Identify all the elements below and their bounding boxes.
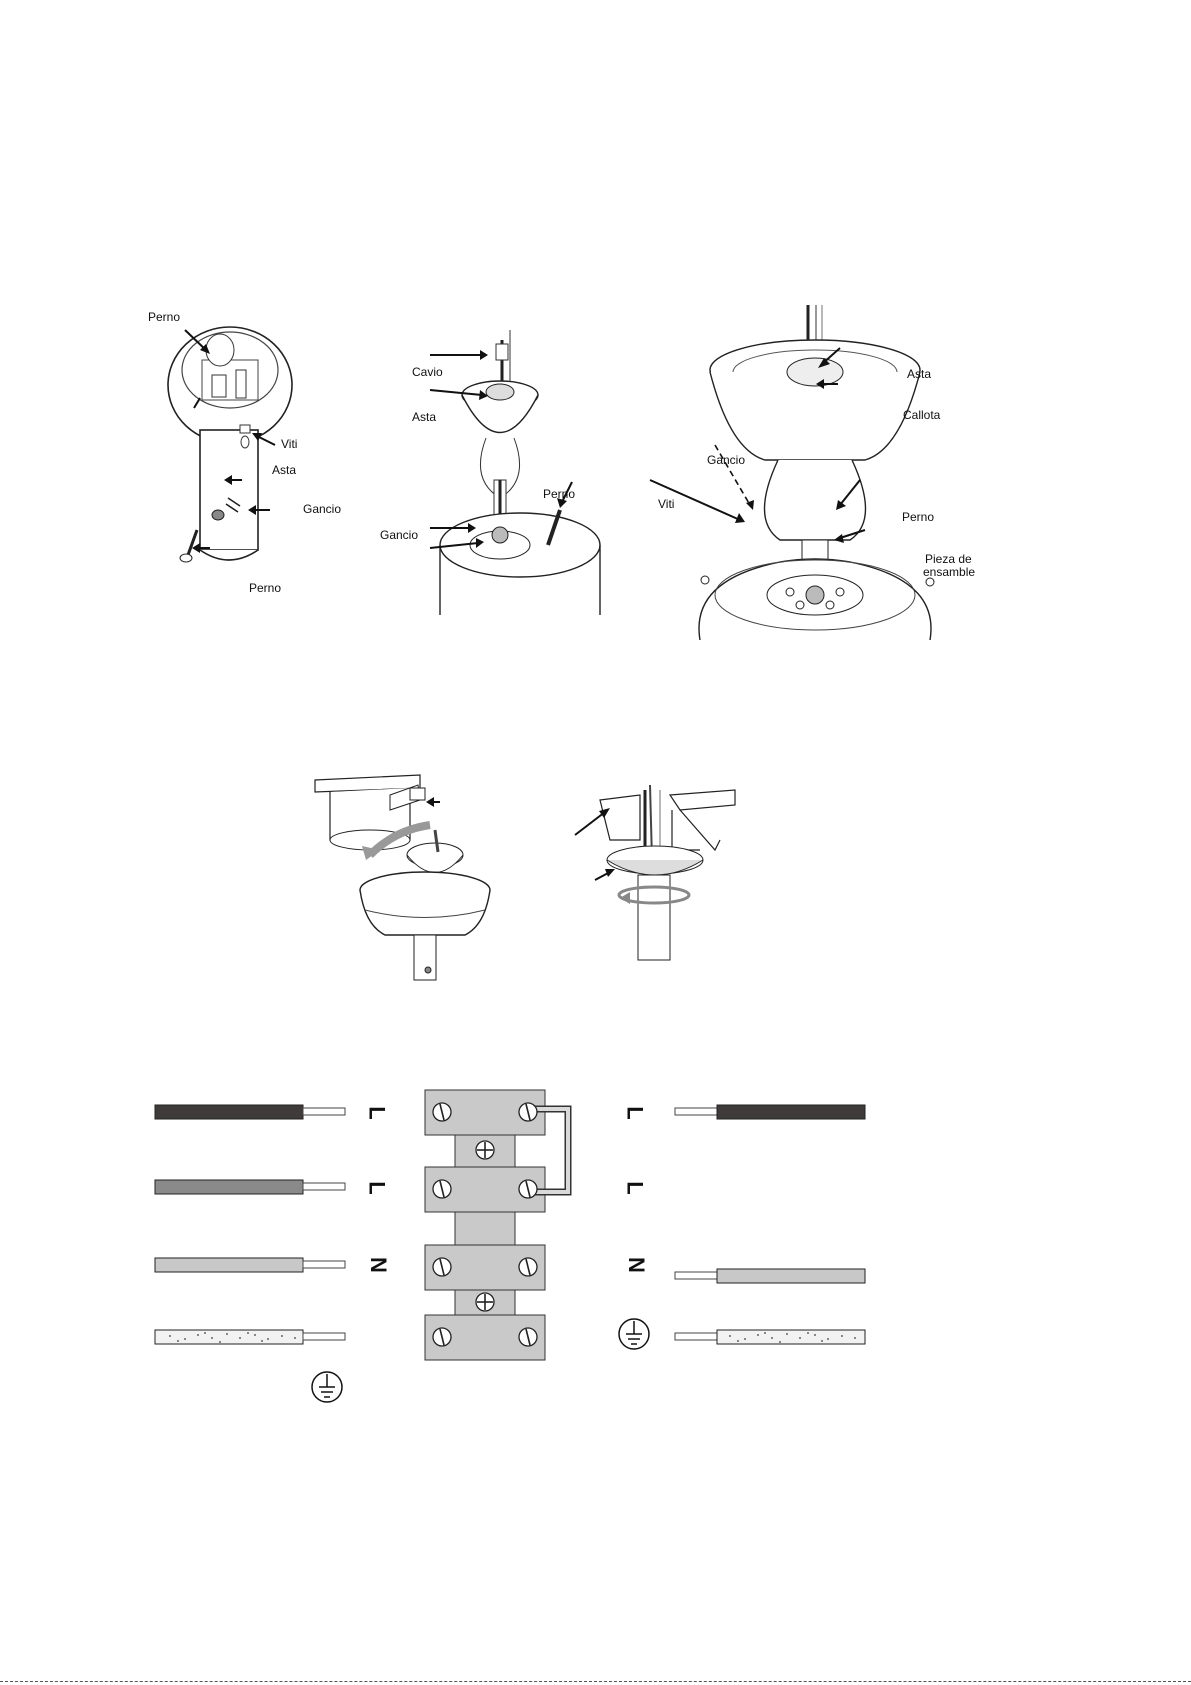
label-asta-fig2: Asta [412,410,436,424]
wire-earth-left [155,1330,303,1344]
wire-neutral-left [155,1258,303,1272]
figure-detailed-assembly [690,300,970,640]
label-gancio: Gancio [303,502,341,516]
label-gancio-fig2: Gancio [380,528,418,542]
label-cavio: Cavio [412,365,443,379]
label-pieza-line2: ensamble [923,565,975,579]
wiring-diagram: L L N [150,1080,870,1400]
wire-earth-right [717,1330,865,1344]
figure-rod-assembly [140,320,370,620]
label-asta: Asta [272,463,296,477]
earth-ground-icon [310,1370,344,1404]
wire-live-left [155,1105,303,1119]
label-viti: Viti [281,437,297,451]
label-callota: Callota [903,408,940,422]
terminal-label-left-2: L [364,1181,390,1194]
label-pieza-line1: Pieza de [925,552,972,566]
earth-ground-icon [617,1317,651,1351]
right-wires [670,1080,870,1380]
left-wires [150,1080,350,1380]
label-viti-fig3: Viti [658,497,674,511]
wire-neutral-right [717,1269,865,1283]
page-bottom-rule [0,1681,1191,1682]
label-perno-fig2: Perno [543,487,575,501]
label-asta-fig3: Asta [907,367,931,381]
terminal-label-left-1: L [364,1106,390,1119]
terminal-label-right-1: L [622,1106,648,1119]
label-perno-top: Perno [148,310,180,324]
figure-ball-rotation [570,780,740,960]
wire-live-right [717,1105,865,1119]
label-perno-bottom: Perno [249,581,281,595]
terminal-label-right-3: N [623,1257,649,1273]
terminal-label-left-3: N [365,1257,391,1273]
wire-switched-left [155,1180,303,1194]
figure-bracket-lift [310,770,530,980]
terminal-block [420,1085,610,1365]
figure-canopy-motor [430,330,630,615]
label-perno-fig3: Perno [902,510,934,524]
label-gancio-fig3: Gancio [707,453,745,467]
terminal-label-right-2: L [622,1181,648,1194]
